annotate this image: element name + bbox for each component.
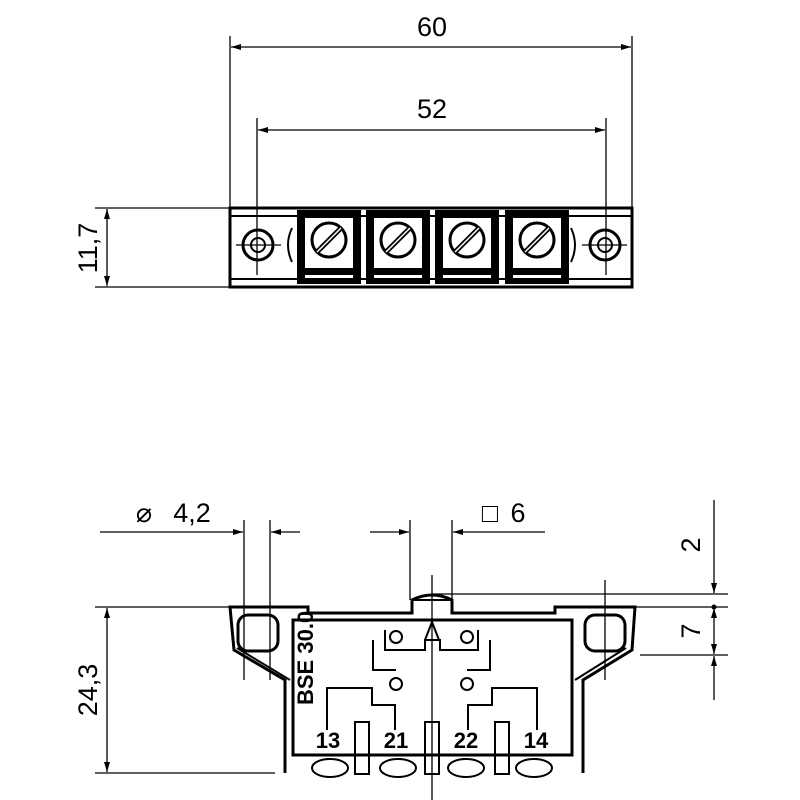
terminal-screw — [366, 210, 430, 284]
svg-text:4,2: 4,2 — [173, 498, 211, 528]
svg-text:6: 6 — [510, 498, 525, 528]
dim-plunger-travel: 2 — [676, 537, 706, 552]
dim-square: □ 6 — [482, 498, 526, 528]
terminal-label-14: 14 — [524, 728, 549, 753]
top-view: 60 52 11,7 — [73, 12, 634, 289]
dim-overall-width: 60 — [417, 12, 447, 42]
housing-outline — [228, 593, 637, 773]
svg-text:□: □ — [482, 498, 499, 528]
dim-height: 11,7 — [73, 223, 103, 274]
mount-hole-right — [582, 228, 627, 262]
bottom-screws — [311, 758, 553, 778]
terminal-screw — [505, 210, 569, 284]
terminal-label-22: 22 — [454, 728, 478, 753]
dim-plunger-height: 7 — [676, 623, 706, 638]
dim-hole-diameter: ⌀ 4,2 — [136, 498, 211, 528]
model-label: BSE 30.0 — [293, 611, 318, 705]
base-body — [228, 206, 634, 289]
mount-hole-left — [236, 228, 281, 262]
terminal-label-21: 21 — [384, 728, 408, 753]
terminal-label-13: 13 — [316, 728, 340, 753]
terminal-screw — [297, 210, 361, 284]
terminal-block — [297, 210, 569, 284]
side-view: ⌀ 4,2 □ 6 2 7 24,3 — [73, 498, 728, 800]
terminal-screw — [435, 210, 499, 284]
contact-bridge — [326, 619, 538, 730]
dim-overall-height: 24,3 — [73, 664, 103, 717]
dim-terminal-span: 52 — [417, 94, 447, 124]
svg-text:⌀: ⌀ — [136, 498, 152, 528]
